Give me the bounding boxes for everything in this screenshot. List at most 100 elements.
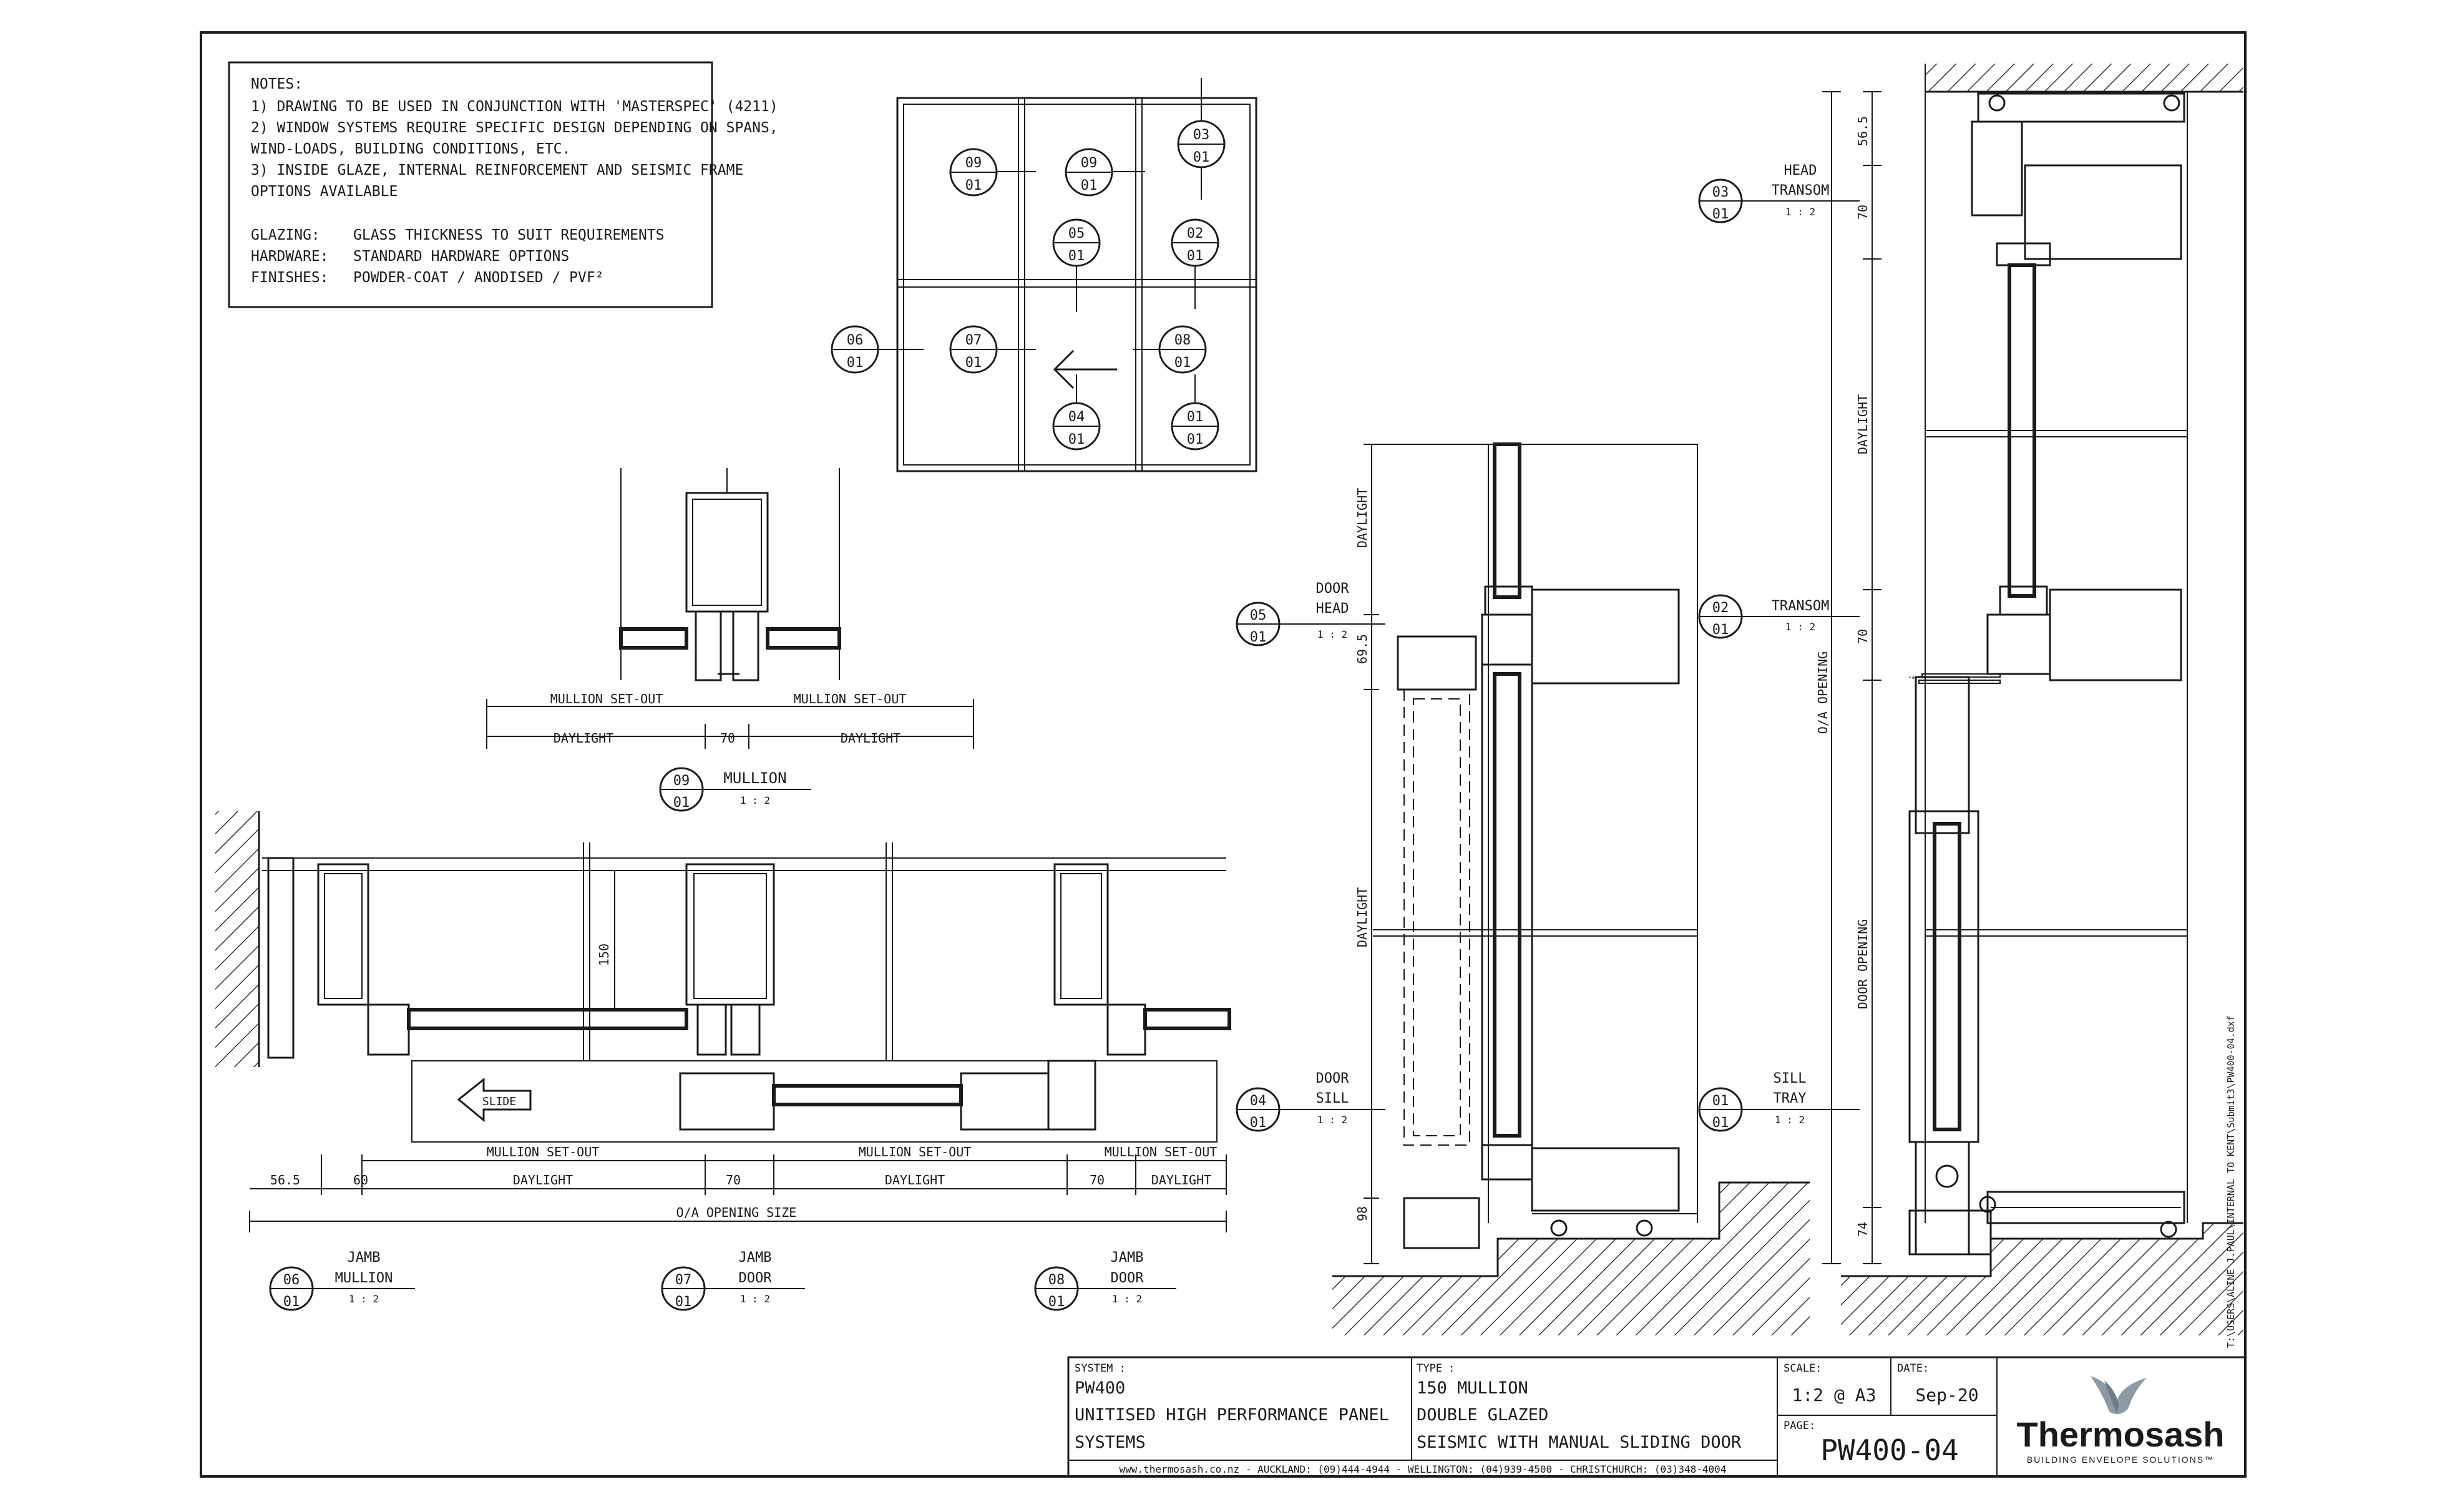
svg-text:01: 01 [673, 795, 690, 811]
type-line: DOUBLE GLAZED [1417, 1405, 1548, 1425]
system-line: SYSTEMS [1075, 1433, 1146, 1452]
svg-text:01: 01 [1187, 432, 1204, 447]
plan-detail-dims: 150 MULLION SET-OUT MULLION SET-OUT MULL… [270, 944, 1217, 1220]
svg-text:MULLION SET-OUT: MULLION SET-OUT [487, 1144, 600, 1159]
spec-value: POWDER-COAT / ANODISED / PVF² [353, 270, 604, 286]
svg-text:SILL: SILL [1774, 1071, 1807, 1086]
svg-text:02: 02 [1712, 600, 1729, 616]
notes-box: NOTES: 1) DRAWING TO BE USED IN CONJUNCT… [228, 61, 778, 308]
page-number: PW400-04 [1820, 1433, 1959, 1467]
svg-text:1 : 2: 1 : 2 [740, 794, 770, 806]
svg-text:01: 01 [1712, 622, 1729, 638]
svg-text:DOOR: DOOR [1316, 1071, 1350, 1086]
svg-text:DOOR OPENING: DOOR OPENING [1855, 919, 1870, 1010]
spec-value: STANDARD HARDWARE OPTIONS [353, 248, 569, 265]
svg-text:DOOR: DOOR [1111, 1271, 1144, 1286]
svg-text:03: 03 [1712, 185, 1729, 200]
detail-label-04: 04 01 DOOR SILL 1 : 2 [1236, 1071, 1385, 1132]
scale-value: 1:2 @ A3 [1792, 1385, 1876, 1405]
svg-text:69.5: 69.5 [1355, 634, 1370, 664]
svg-text:01: 01 [1712, 207, 1729, 222]
svg-text:01: 01 [1193, 150, 1210, 165]
svg-text:70: 70 [1855, 629, 1870, 644]
svg-text:HEAD: HEAD [1316, 601, 1349, 617]
svg-text:01: 01 [1712, 1115, 1729, 1131]
svg-text:74: 74 [1855, 1222, 1870, 1237]
svg-text:01: 01 [675, 1294, 692, 1310]
mullion-detail-dims: MULLION SET-OUT MULLION SET-OUT DAYLIGHT… [550, 691, 907, 746]
svg-text:06: 06 [847, 333, 864, 348]
scale-label: SCALE: [1784, 1362, 1822, 1375]
file-path: T:\USERS\ALINE J.PAUL\INTERNAL TO KENT\S… [2225, 1015, 2237, 1348]
transom-section-lines [1909, 64, 2188, 1223]
mullion-detail [486, 468, 974, 749]
svg-text:TRAY: TRAY [1774, 1091, 1807, 1106]
page-label: PAGE: [1784, 1420, 1815, 1432]
svg-text:MULLION SET-OUT: MULLION SET-OUT [859, 1144, 972, 1159]
detail-label-02: 02 01 TRANSOM 1 : 2 [1698, 594, 1860, 639]
svg-text:MULLION SET-OUT: MULLION SET-OUT [550, 691, 663, 706]
slide-indicator: SLIDE [457, 1077, 532, 1123]
svg-text:01: 01 [1250, 630, 1267, 645]
svg-text:TRANSOM: TRANSOM [1772, 598, 1830, 614]
svg-text:09: 09 [1081, 155, 1098, 171]
transom-sill-tray [1822, 91, 2187, 1264]
note-line: WIND-LOADS, BUILDING CONDITIONS, ETC. [251, 141, 570, 157]
svg-text:1 : 2: 1 : 2 [1775, 1114, 1805, 1126]
svg-text:01: 01 [283, 1294, 300, 1310]
svg-text:98: 98 [1355, 1206, 1370, 1221]
type-label: TYPE : [1417, 1362, 1455, 1375]
note-line: 3) INSIDE GLAZE, INTERNAL REINFORCEMENT … [251, 162, 743, 178]
svg-text:MULLION SET-OUT: MULLION SET-OUT [1105, 1144, 1218, 1159]
svg-text:DOOR: DOOR [1316, 581, 1350, 597]
system-line: PW400 [1075, 1378, 1125, 1398]
thermosash-logo-icon [2091, 1376, 2147, 1415]
detail-label-03: 03 01 HEAD TRANSOM 1 : 2 [1698, 163, 1860, 223]
detail-label-01: 01 01 SILL TRAY 1 : 2 [1698, 1071, 1860, 1132]
svg-text:SILL: SILL [1316, 1091, 1349, 1106]
date-value: Sep-20 [1915, 1385, 1978, 1405]
svg-text:04: 04 [1250, 1093, 1267, 1109]
svg-text:70: 70 [726, 1173, 741, 1188]
svg-text:70: 70 [720, 731, 735, 746]
svg-text:1 : 2: 1 : 2 [740, 1293, 770, 1305]
svg-text:1 : 2: 1 : 2 [1112, 1293, 1142, 1305]
door-section [1364, 442, 1698, 1264]
contact-line: www.thermosash.co.nz - AUCKLAND: (09)444… [1120, 1463, 1727, 1475]
svg-text:DOOR: DOOR [739, 1271, 773, 1286]
transom-door-glazing [1908, 810, 1992, 1256]
svg-text:DAYLIGHT: DAYLIGHT [1855, 394, 1870, 454]
svg-text:01: 01 [1187, 248, 1204, 264]
svg-text:02: 02 [1187, 226, 1204, 241]
svg-text:08: 08 [1048, 1272, 1065, 1288]
svg-text:1 : 2: 1 : 2 [1317, 628, 1347, 640]
key-plan [877, 78, 1257, 472]
svg-text:MULLION: MULLION [723, 769, 786, 787]
svg-text:56.5: 56.5 [270, 1173, 300, 1188]
note-line: 1) DRAWING TO BE USED IN CONJUNCTION WIT… [251, 99, 778, 115]
detail-label-08: 08 01 JAMB DOOR 1 : 2 [1034, 1250, 1176, 1311]
detail-label-06: 06 01 JAMB MULLION 1 : 2 [269, 1250, 415, 1311]
svg-text:60: 60 [353, 1173, 368, 1188]
svg-text:03: 03 [1193, 127, 1210, 143]
svg-text:01: 01 [1068, 432, 1085, 447]
svg-text:JAMB: JAMB [348, 1250, 381, 1266]
system-label: SYSTEM : [1075, 1362, 1126, 1375]
note-line: 2) WINDOW SYSTEMS REQUIRE SPECIFIC DESIG… [251, 120, 778, 136]
transom-section-dims: 56.5 70 DAYLIGHT 70 O/A OPENING DOOR OPE… [1815, 116, 1870, 1237]
note-line: OPTIONS AVAILABLE [251, 183, 398, 200]
svg-text:70: 70 [1090, 1173, 1105, 1188]
spec-label: GLAZING: [251, 227, 320, 243]
